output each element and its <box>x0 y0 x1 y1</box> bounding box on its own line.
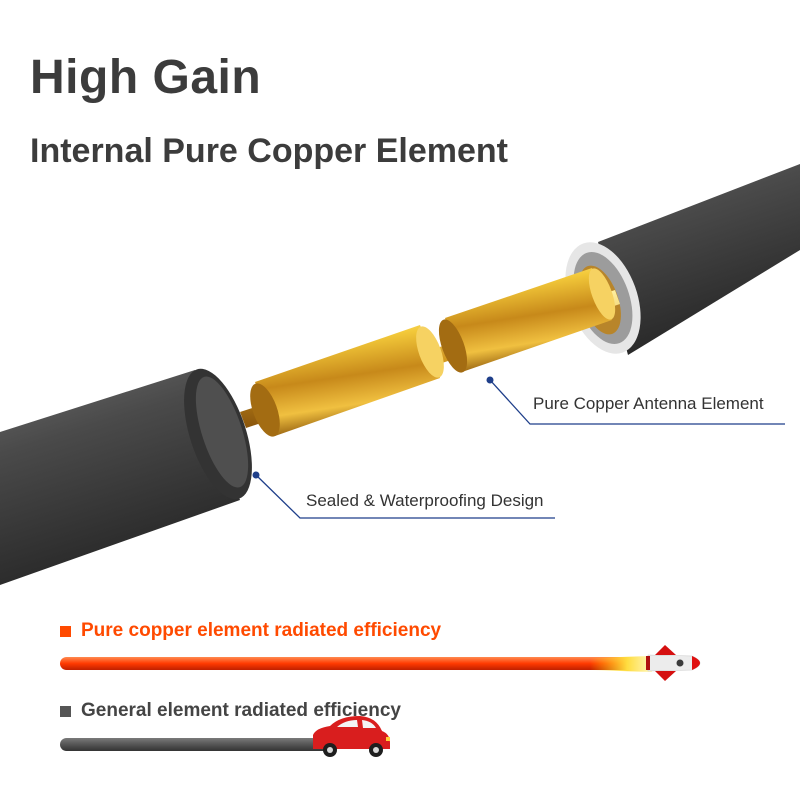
legend-general: General element radiated efficiency <box>60 700 401 722</box>
page-subtitle: Internal Pure Copper Element <box>30 132 508 170</box>
bar-general <box>60 738 338 751</box>
car-icon <box>313 716 390 757</box>
cable-right <box>565 164 800 355</box>
cable-left <box>0 368 252 585</box>
legend-square-copper <box>60 625 71 637</box>
copper-tube-right <box>438 268 616 373</box>
page-title: High Gain <box>30 51 262 104</box>
callout-line-copper <box>486 376 785 425</box>
legend-pure-copper: Pure copper element radiated efficiency <box>60 620 441 642</box>
legend-label-copper: Pure copper element radiated efficiency <box>81 620 442 641</box>
legend-label-general: General element radiated efficiency <box>81 700 401 721</box>
rocket-icon <box>590 645 701 681</box>
efficiency-bars <box>60 645 701 757</box>
legend-square-general <box>60 705 71 717</box>
callout-line-sealed <box>252 471 555 519</box>
copper-tube-left <box>250 325 444 437</box>
bar-pure-copper <box>60 657 650 670</box>
callout-sealed-design: Sealed & Waterproofing Design <box>306 491 544 510</box>
antenna-illustration <box>0 164 800 585</box>
callout-copper-element: Pure Copper Antenna Element <box>533 394 764 413</box>
